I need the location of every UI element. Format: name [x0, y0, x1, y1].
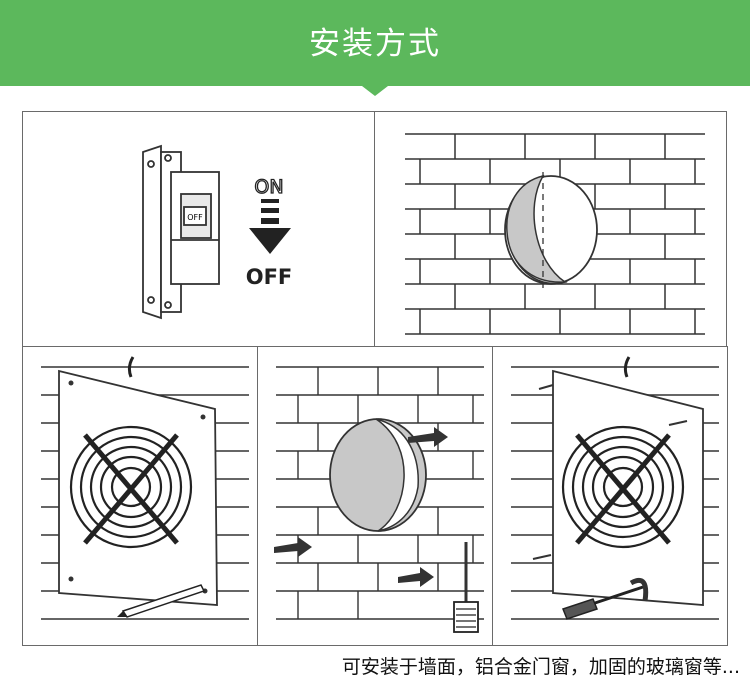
arrow-down-icon — [249, 199, 291, 254]
header-banner: 安装方式 — [0, 0, 750, 86]
screwdriver-icon — [562, 585, 644, 620]
pencil-icon — [117, 584, 206, 618]
rotate-arrow-icon — [629, 577, 649, 602]
panel-fan-mount — [492, 346, 728, 646]
drill-anchors-illustration — [274, 366, 484, 633]
drill-icon — [453, 542, 479, 633]
panel-drill-anchors — [257, 346, 493, 646]
off-label: OFF — [246, 265, 293, 289]
on-label: ON — [254, 176, 283, 198]
screw-icons — [532, 384, 688, 560]
fan-guard-mounted — [561, 425, 685, 549]
fan-mount-illustration — [511, 356, 719, 620]
breaker-illustration: OFF ON OFF — [142, 144, 293, 320]
wall-hole-illustration — [405, 133, 705, 335]
fan-mark-illustration — [41, 356, 249, 620]
banner-notch — [362, 86, 388, 96]
page-title: 安装方式 — [309, 26, 441, 62]
panel-power-off: OFF ON OFF — [22, 111, 375, 347]
switch-off-label: OFF — [187, 213, 203, 222]
panel-wall-hole — [374, 111, 727, 347]
anchor-arrows — [274, 427, 448, 587]
fan-guard — [69, 425, 193, 549]
caption-text: 可安装于墙面，铝合金门窗，加固的玻璃窗等... — [341, 656, 740, 678]
panel-fan-mark — [22, 346, 258, 646]
